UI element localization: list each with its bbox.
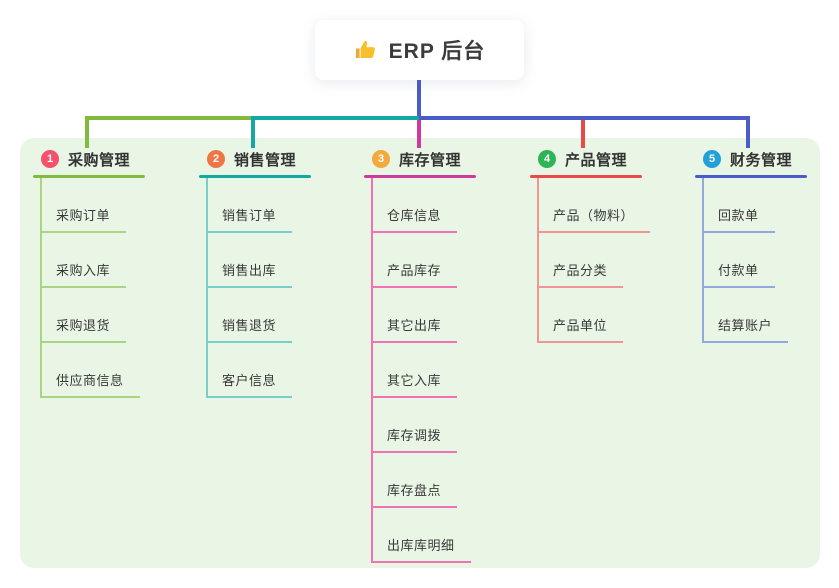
- child-node-label: 采购退货: [42, 315, 127, 343]
- branch-label: 库存管理: [399, 151, 462, 169]
- branch-drop-line: [85, 116, 89, 148]
- child-node[interactable]: 产品（物料）: [539, 178, 690, 233]
- branch-label: 采购管理: [68, 151, 131, 169]
- branch-number-badge: 4: [538, 150, 556, 168]
- child-node-label: 采购订单: [42, 205, 127, 233]
- child-node-label: 库存盘点: [373, 480, 458, 508]
- branch-node-1[interactable]: 1 采购管理: [33, 146, 193, 172]
- branch-column: 4 产品管理产品（物料） 产品分类产品单位: [530, 146, 690, 343]
- branch-number-badge: 3: [372, 150, 390, 168]
- branch-bus-segment: [255, 116, 419, 120]
- child-node-label: 销售出库: [208, 260, 293, 288]
- child-node-label: 采购入库: [42, 260, 127, 288]
- child-node-label: 供应商信息: [42, 370, 140, 398]
- root-node[interactable]: ERP 后台: [315, 20, 524, 80]
- child-node[interactable]: 供应商信息: [42, 343, 193, 398]
- branch-bus-segment: [85, 116, 255, 120]
- branch-underline: [530, 175, 642, 178]
- branch-drop-line: [251, 116, 255, 148]
- child-node[interactable]: 其它出库: [373, 288, 524, 343]
- branch-node-2[interactable]: 2 销售管理: [199, 146, 359, 172]
- child-node[interactable]: 库存调拨: [373, 398, 524, 453]
- branch-underline: [695, 175, 807, 178]
- branch-children: 产品（物料） 产品分类产品单位: [537, 178, 690, 343]
- child-node[interactable]: 产品单位: [539, 288, 690, 343]
- child-node-label: 产品单位: [539, 315, 624, 343]
- thumbs-up-icon: [354, 38, 378, 62]
- child-node-label: 库存调拨: [373, 425, 458, 453]
- child-node-label: 结算账户: [704, 315, 789, 343]
- child-node[interactable]: 出库库明细: [373, 508, 524, 563]
- child-node[interactable]: 采购退货: [42, 288, 193, 343]
- child-node-label: 销售订单: [208, 205, 293, 233]
- child-node[interactable]: 采购入库: [42, 233, 193, 288]
- child-node[interactable]: 采购订单: [42, 178, 193, 233]
- child-node-label: 其它入库: [373, 370, 458, 398]
- branch-panel: [20, 138, 820, 568]
- child-node-label: 产品库存: [373, 260, 458, 288]
- branch-children: 采购订单采购入库采购退货供应商信息: [40, 178, 193, 398]
- branch-label: 销售管理: [234, 151, 297, 169]
- branch-node-3[interactable]: 3 库存管理: [364, 146, 524, 172]
- child-node[interactable]: 库存盘点: [373, 453, 524, 508]
- branch-column: 1 采购管理采购订单采购入库采购退货供应商信息: [33, 146, 193, 398]
- child-node-label: 仓库信息: [373, 205, 458, 233]
- child-node[interactable]: 结算账户: [704, 288, 839, 343]
- branch-number-badge: 5: [703, 150, 721, 168]
- branch-children: 回款单付款单结算账户: [702, 178, 839, 343]
- child-node[interactable]: 付款单: [704, 233, 839, 288]
- branch-drop-line: [417, 120, 421, 148]
- child-node-label: 销售退货: [208, 315, 293, 343]
- child-node-label: 产品（物料）: [539, 205, 651, 233]
- branch-children: 销售订单销售出库销售退货客户信息: [206, 178, 359, 398]
- branch-column: 5 财务管理回款单付款单结算账户: [695, 146, 839, 343]
- child-node[interactable]: 销售出库: [208, 233, 359, 288]
- root-connector-line: [417, 80, 421, 120]
- child-node-label: 回款单: [704, 205, 775, 233]
- child-node[interactable]: 销售退货: [208, 288, 359, 343]
- branch-label: 产品管理: [565, 151, 628, 169]
- child-node-label: 付款单: [704, 260, 775, 288]
- child-node-label: 客户信息: [208, 370, 293, 398]
- branch-underline: [33, 175, 145, 178]
- child-node-label: 出库库明细: [373, 535, 471, 563]
- branch-number-badge: 1: [41, 150, 59, 168]
- branch-children: 仓库信息产品库存其它出库其它入库库存调拨库存盘点出库库明细: [371, 178, 524, 563]
- branch-drop-line: [581, 120, 585, 148]
- child-node[interactable]: 销售订单: [208, 178, 359, 233]
- child-node-label: 产品分类: [539, 260, 624, 288]
- root-node-label: ERP 后台: [388, 40, 486, 63]
- child-node[interactable]: 其它入库: [373, 343, 524, 398]
- branch-node-4[interactable]: 4 产品管理: [530, 146, 690, 172]
- branch-column: 3 库存管理仓库信息产品库存其它出库其它入库库存调拨库存盘点出库库明细: [364, 146, 524, 563]
- branch-node-5[interactable]: 5 财务管理: [695, 146, 839, 172]
- child-node[interactable]: 仓库信息: [373, 178, 524, 233]
- branch-number-badge: 2: [207, 150, 225, 168]
- branch-underline: [199, 175, 311, 178]
- branch-drop-line: [746, 116, 750, 148]
- child-node[interactable]: 回款单: [704, 178, 839, 233]
- child-node[interactable]: 产品库存: [373, 233, 524, 288]
- branch-bus-segment: [419, 116, 750, 120]
- branch-label: 财务管理: [730, 151, 793, 169]
- child-node-label: 其它出库: [373, 315, 458, 343]
- branch-underline: [364, 175, 476, 178]
- branch-column: 2 销售管理销售订单销售出库销售退货客户信息: [199, 146, 359, 398]
- child-node[interactable]: 客户信息: [208, 343, 359, 398]
- child-node[interactable]: 产品分类: [539, 233, 690, 288]
